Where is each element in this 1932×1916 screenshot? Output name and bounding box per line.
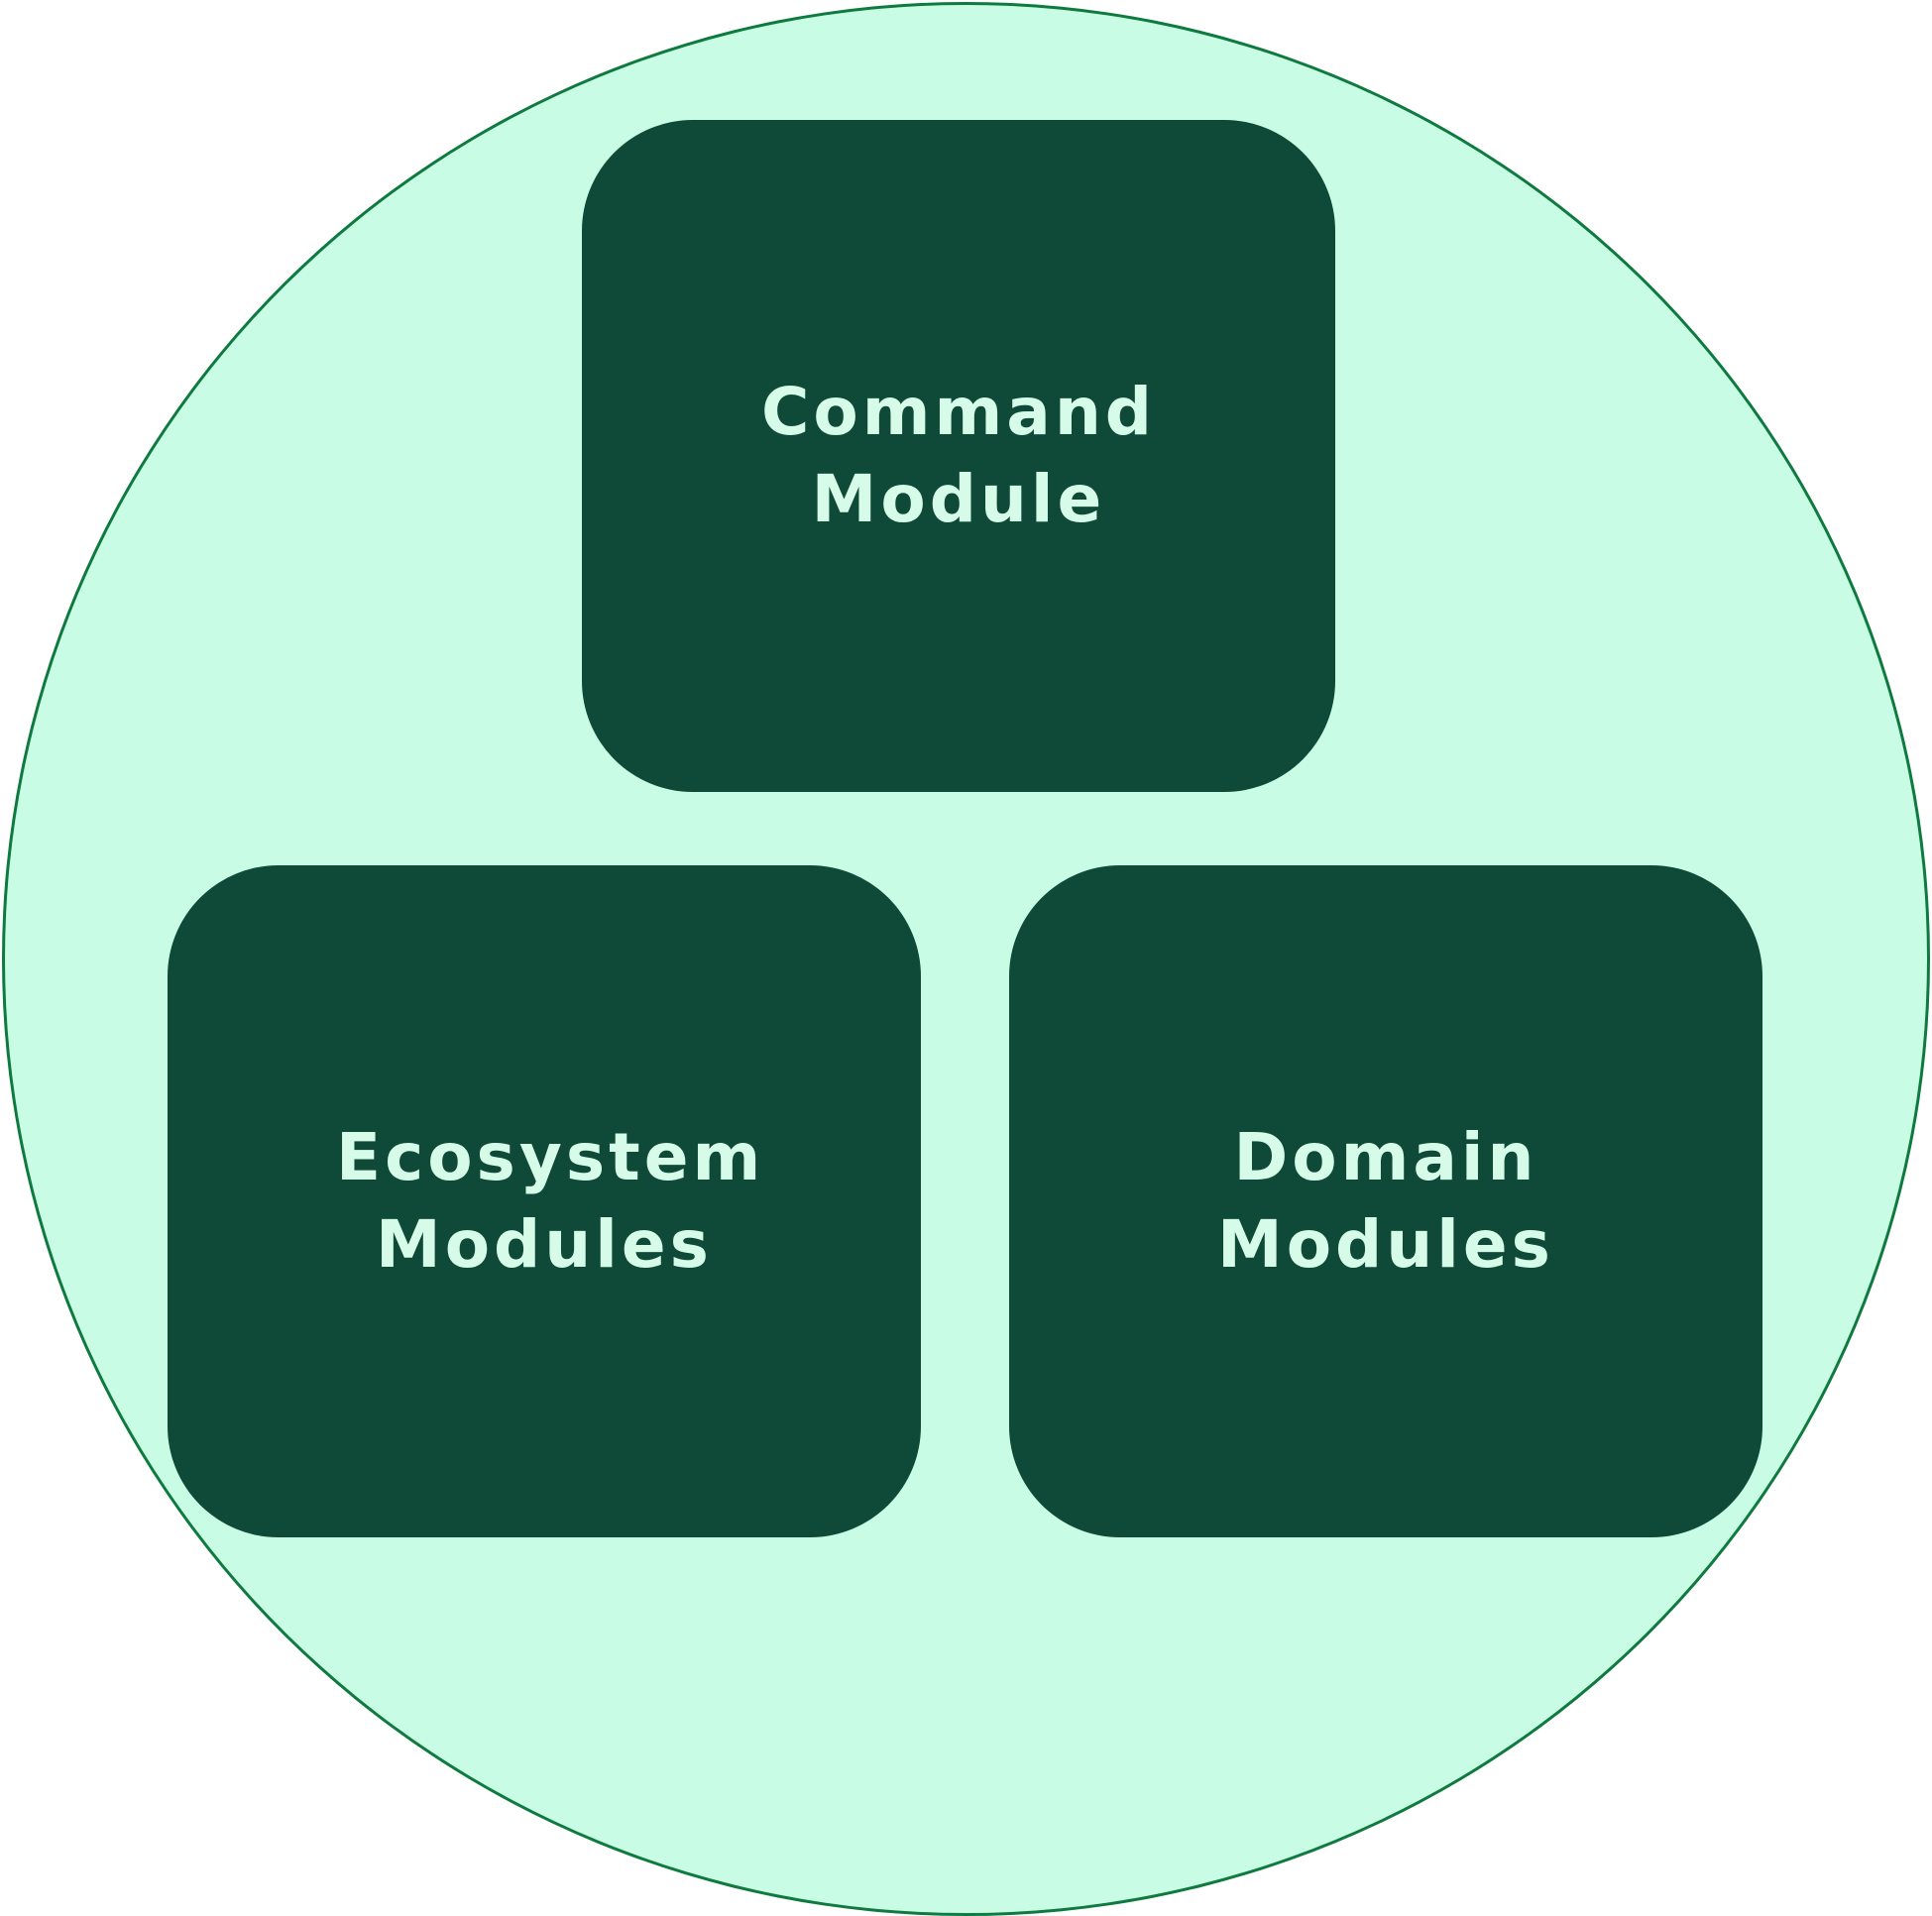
command-module-label: Command Module	[760, 374, 1157, 537]
domain-modules-label: Domain Modules	[1217, 1119, 1554, 1283]
command-module-box: Command Module	[582, 120, 1335, 792]
ecosystem-modules-label: Ecosystem Modules	[336, 1119, 765, 1283]
domain-modules-box: Domain Modules	[1009, 865, 1762, 1537]
ecosystem-modules-box: Ecosystem Modules	[168, 865, 921, 1537]
